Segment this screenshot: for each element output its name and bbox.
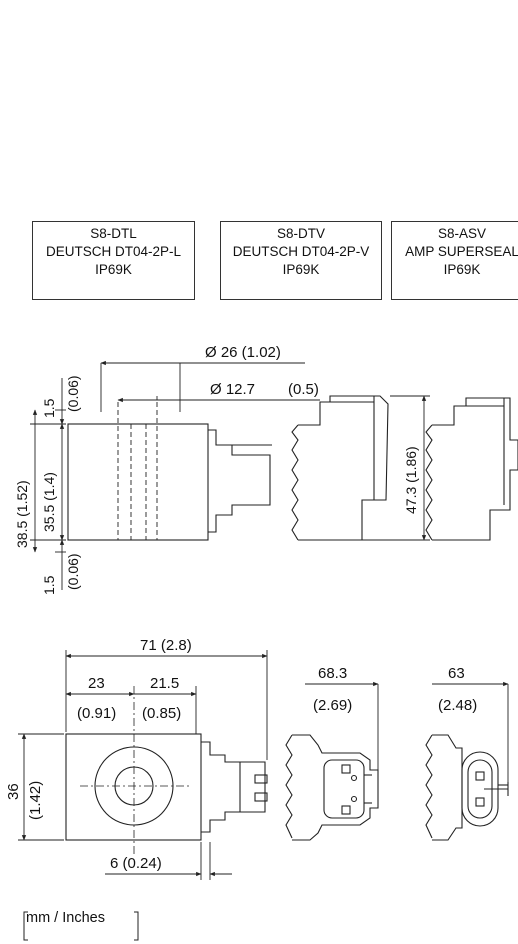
dim-connector-gap: 6 (0.24) [110,855,162,872]
dim-height-in: (1.42) [27,781,44,820]
dim-total-height: 38.5 (1.52) [14,480,30,548]
variant-box-s8-dtv: S8-DTV DEUTSCH DT04-2P-V IP69K [220,221,382,300]
variant-protection: IP69K [443,262,481,277]
variant-protection: IP69K [95,262,132,277]
side-view-coil [67,402,272,541]
dim-center-offset: 21.5 [150,675,179,692]
variant-protection: IP69K [282,262,320,277]
dim-left-offset-in: (0.91) [77,705,116,722]
dim-bottom-offset-in: (0.06) [65,553,81,590]
front-view-dimensions [18,650,509,880]
dim-center-offset-in: (0.85) [142,705,181,722]
front-view-dtv-connector [285,734,379,841]
dim-left-offset: 23 [88,675,105,692]
dim-bore-diameter: Ø 12.7 [210,381,255,398]
dim-connector-height: 47.3 (1.86) [403,446,419,514]
front-view-asv-connector [425,734,509,841]
dim-asv-length-in: (2.48) [438,697,477,714]
dim-top-offset: 1.5 [41,398,57,418]
variant-box-s8-dtl: S8-DTL DEUTSCH DT04-2P-L IP69K [32,221,195,300]
variant-connector: AMP SUPERSEAL [405,244,518,259]
dim-overall-length: 71 (2.8) [140,637,192,654]
front-view-coil [65,686,268,854]
variant-code: S8-ASV [437,226,487,241]
variant-code: S8-DTL [90,226,137,241]
units-label: mm / Inches [26,910,105,926]
dim-outer-diameter: Ø 26 (1.02) [205,344,281,361]
dim-top-offset-in: (0.06) [65,375,81,412]
units-bracket [23,911,139,941]
dim-height: 36 [5,783,22,800]
variant-connector: DEUTSCH DT04-2P-L [45,244,182,259]
dim-body-height: 35.5 (1.4) [41,472,57,532]
variant-code: S8-DTV [276,226,325,241]
dim-dtv-length: 68.3 [318,665,347,682]
side-view-asv-connector [425,397,518,541]
side-view-dimensions [30,360,430,590]
side-view-dtv-connector [291,395,389,541]
dim-bore-diameter-in: (0.5) [288,381,319,398]
dim-bottom-offset: 1.5 [41,575,57,595]
dim-dtv-length-in: (2.69) [313,697,352,714]
variant-box-s8-asv: S8-ASV AMP SUPERSEAL IP69K [391,221,518,300]
dim-asv-length: 63 [448,665,465,682]
variant-connector: DEUTSCH DT04-2P-V [232,244,370,259]
